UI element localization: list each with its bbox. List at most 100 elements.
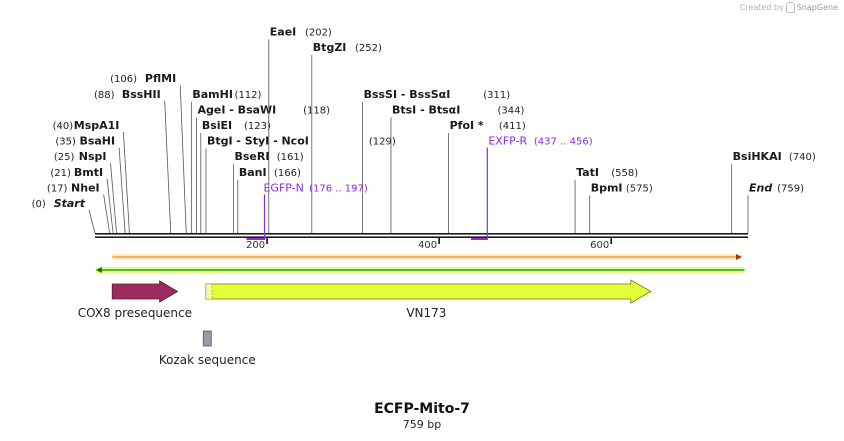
site-name: End	[749, 181, 772, 194]
backbone-bottom-strand	[95, 236, 748, 238]
site-nhei: NheI(17)	[47, 181, 111, 234]
site-coord: (252)	[355, 43, 382, 54]
site-connector	[110, 163, 117, 234]
site-bani: BanI (166)	[237, 166, 301, 233]
site-name: EaeI	[270, 25, 297, 38]
site-coord: (88)	[94, 90, 115, 101]
site-name: BamHI	[192, 88, 233, 101]
ruler-label: 400	[418, 240, 437, 251]
primers: EGFP-N (176 .. 197) EXFP-R (437 .. 456)	[246, 135, 593, 240]
feature-arrow	[111, 280, 179, 303]
site-bsihkai: BsiHKAI (740)	[731, 150, 816, 233]
site-coord: (129)	[369, 137, 396, 148]
site-name: BssHII	[122, 88, 161, 101]
site-connector	[164, 100, 172, 234]
backbone	[95, 233, 748, 238]
primer-range: (176 .. 197)	[309, 183, 368, 194]
restriction-sites: Start(0)NheI(17)BmtI(21)NspI(25)BsaHI(35…	[32, 25, 816, 234]
site-name: BsiHKAI	[733, 150, 782, 163]
primer-range: (437 .. 456)	[534, 137, 593, 148]
site-coord: (118)	[303, 105, 330, 116]
site-connector	[106, 178, 114, 234]
primer-name: EXFP-R	[488, 135, 527, 148]
primer-name: EGFP-N	[263, 181, 303, 194]
primer-bar	[246, 238, 265, 240]
feature-kozak-overlap	[205, 283, 213, 300]
site-coord: (411)	[499, 121, 526, 132]
site-pfoi: PfoI * (411)	[448, 119, 526, 233]
site-nspi: NspI (25)	[54, 150, 117, 234]
ruler-label: 600	[590, 240, 609, 251]
site-name: BtsI - BtsαI	[392, 103, 460, 116]
site-name: BsiEI	[202, 119, 232, 132]
site-coord: (759)	[777, 183, 804, 194]
site-bpmi: BpmI(575)	[589, 181, 653, 233]
site-bamhi: BamHI(112)	[190, 88, 262, 233]
feature-label: Kozak sequence	[159, 353, 256, 367]
site-connector	[103, 194, 111, 234]
orfs	[95, 254, 745, 273]
feature-label: VN173	[406, 306, 446, 320]
primer-egfp-n: EGFP-N (176 .. 197)	[246, 181, 368, 240]
site-coord: (161)	[277, 152, 304, 163]
ruler-label: 200	[246, 240, 265, 251]
site-coord: (40)	[53, 121, 74, 132]
site-coord: (123)	[244, 121, 271, 132]
site-bmti: BmtI(21)	[50, 166, 114, 234]
site-coord: (558)	[611, 168, 638, 179]
primer-exfp-r: EXFP-R (437 .. 456)	[470, 135, 593, 240]
site-coord: (740)	[789, 152, 816, 163]
site-coord: (166)	[274, 168, 301, 179]
site-name: BssSI - BssSαI	[364, 88, 451, 101]
site-name: PfoI *	[450, 119, 484, 132]
site-name: BanI	[239, 166, 267, 179]
feature-label: COX8 presequence	[78, 306, 192, 320]
site-btsi: BtsI - BtsαI(344)	[390, 103, 525, 233]
site-name: BpmI	[591, 181, 623, 194]
site-tati: TatI (558)	[574, 166, 638, 233]
ruler: 200 400 600	[246, 238, 613, 251]
orf-forward-arrowhead	[735, 254, 742, 260]
site-bsahi: BsaHI(35)	[55, 135, 126, 234]
site-name: Start	[54, 197, 86, 210]
feature-cox8-presequence: COX8 presequence	[78, 280, 192, 320]
site-coord: (311)	[483, 90, 510, 101]
orf-reverse-arrowhead	[95, 267, 102, 273]
site-btgzi: BtgZI (252)	[311, 41, 382, 233]
primer-bar	[470, 238, 488, 240]
site-name: TatI	[576, 166, 599, 179]
backbone-top-strand	[95, 233, 748, 235]
credit-brand: SnapGene	[796, 3, 838, 12]
feature-vn173: VN173	[205, 279, 652, 320]
site-bseri: BseRI (161)	[233, 150, 304, 233]
site-connector	[118, 147, 126, 234]
site-coord: (106)	[110, 74, 137, 85]
site-coord: (25)	[54, 152, 75, 163]
feature-arrow	[205, 279, 652, 304]
site-bsshii: BssHII (88)	[94, 88, 172, 234]
site-name: MspA1I	[74, 119, 120, 132]
site-coord: (35)	[55, 137, 76, 148]
site-coord: (21)	[50, 168, 71, 179]
site-name: BmtI	[74, 166, 103, 179]
site-name: BsaHI	[79, 135, 115, 148]
site-name: AgeI - BsaWI	[198, 103, 277, 116]
site-eaei: EaeI (202)	[268, 25, 332, 233]
site-mspa1i: MspA1I(40)	[53, 119, 130, 234]
site-start: Start (0)	[32, 197, 96, 234]
site-name: BseRI	[235, 150, 270, 163]
site-coord: (0)	[32, 199, 46, 210]
site-connector	[179, 85, 187, 234]
site-coord: (202)	[305, 27, 332, 38]
site-name: BtgZI	[313, 41, 347, 54]
site-connector	[88, 209, 96, 234]
site-bsiei: BsiEI (123)	[200, 119, 271, 233]
site-name: NspI	[79, 150, 107, 163]
snapgene-logo-icon	[785, 2, 795, 13]
site-coord: (17)	[47, 183, 68, 194]
site-btgi: BtgI - StyI - NcoI (129)	[205, 135, 396, 233]
site-name: BtgI - StyI - NcoI	[207, 135, 309, 148]
plasmid-name: ECFP-Mito-7	[374, 401, 470, 417]
site-coord: (575)	[626, 183, 653, 194]
